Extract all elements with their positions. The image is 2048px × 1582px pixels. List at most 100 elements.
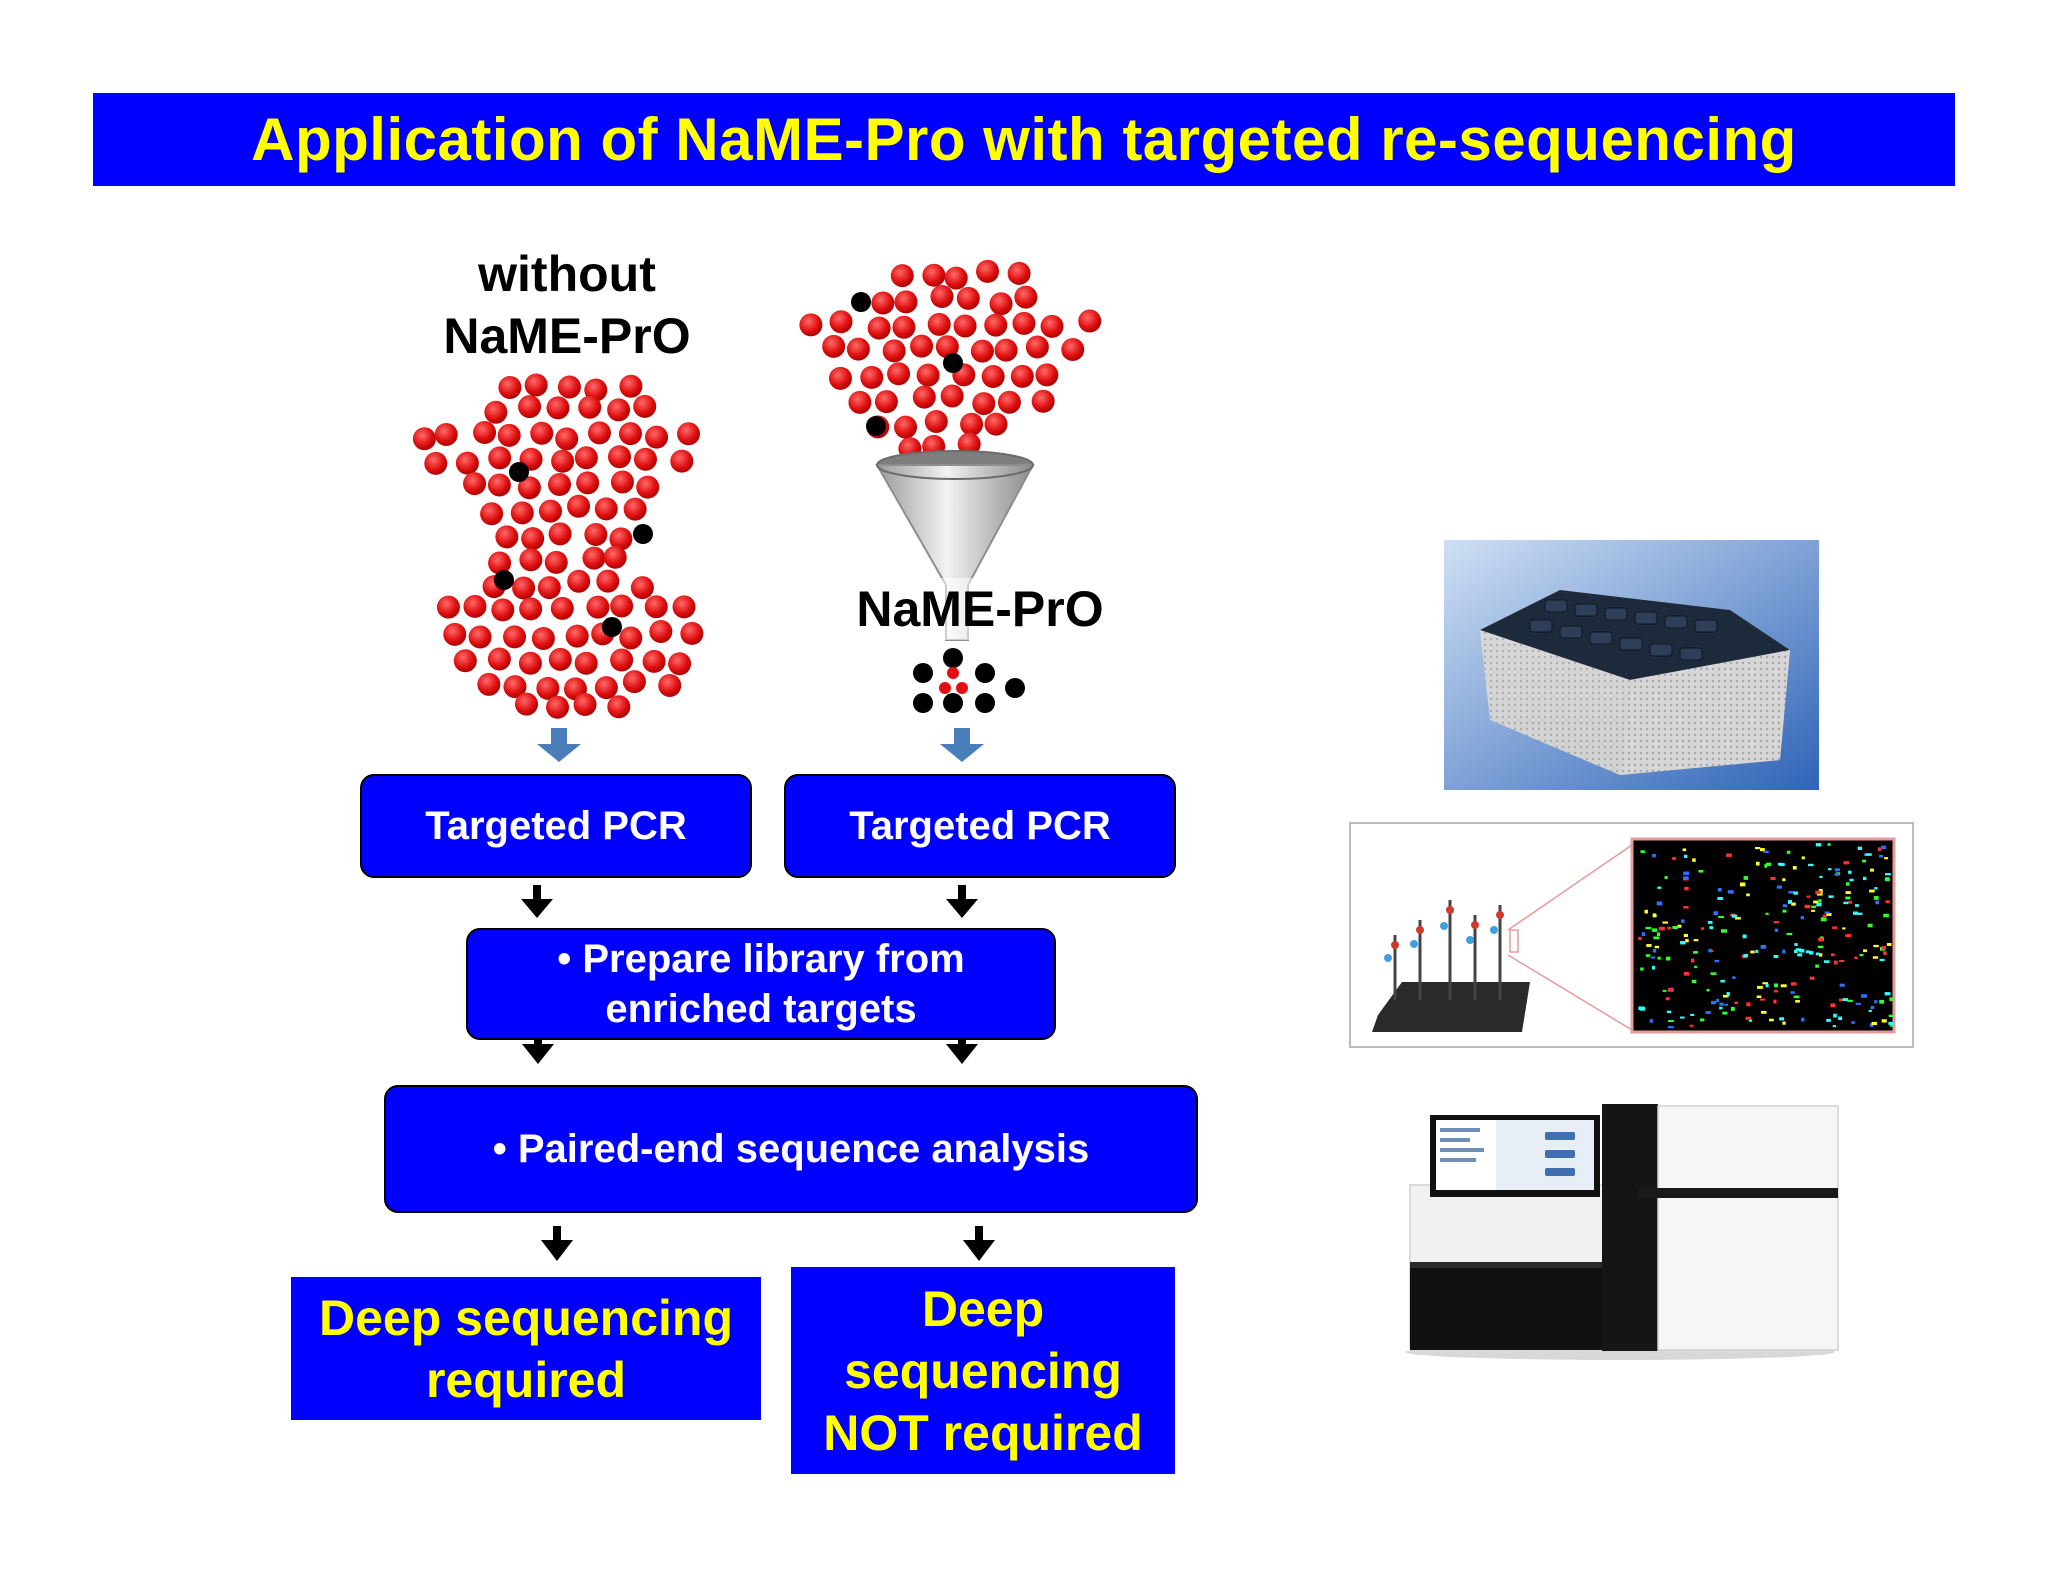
wildtype-dna-dot	[480, 502, 504, 526]
cluster-speckle	[1845, 891, 1851, 895]
cluster-speckle	[1832, 1025, 1837, 1028]
wildtype-dna-dot	[512, 576, 536, 600]
wildtype-dna-dot	[548, 647, 572, 671]
cluster-speckle	[1776, 885, 1782, 889]
cluster-speckle	[1705, 1011, 1711, 1014]
wildtype-dna-dot	[894, 415, 918, 439]
cluster-speckle	[1809, 976, 1815, 980]
cluster-speckle	[1815, 843, 1822, 847]
cluster-speckle	[1849, 878, 1854, 882]
cluster-speckle	[1645, 954, 1651, 957]
cluster-speckle	[1843, 861, 1850, 865]
wildtype-dna-dot	[622, 670, 646, 694]
cluster-speckle	[1711, 1000, 1717, 1005]
wildtype-dna-dot	[484, 400, 508, 424]
wildtype-dna-dot	[488, 446, 512, 470]
cluster-speckle	[1819, 875, 1823, 879]
mutant-dna-dot	[943, 693, 963, 713]
wildtype-dna-dot	[939, 682, 951, 694]
cluster-speckle	[1774, 928, 1779, 932]
wildtype-dna-dot	[557, 375, 581, 399]
cluster-speckle	[1884, 992, 1891, 996]
wildtype-dna-dot	[538, 499, 562, 523]
wildtype-dna-dot	[436, 595, 460, 619]
mutant-dna-dot	[494, 570, 514, 590]
wildtype-dna-dot	[609, 527, 633, 551]
mutant-dna-dot	[1005, 678, 1025, 698]
cluster-speckle	[1873, 944, 1879, 948]
wildtype-dna-dot	[822, 334, 846, 358]
cluster-speckle	[1656, 932, 1661, 937]
cluster-speckle	[1755, 949, 1759, 953]
wildtype-dna-dot	[927, 312, 951, 336]
wildtype-dna-dot	[984, 412, 1008, 436]
wildtype-dna-dot	[574, 651, 598, 675]
cluster-speckle	[1804, 904, 1811, 909]
cluster-speckle	[1818, 889, 1823, 893]
wildtype-dna-dot	[922, 263, 946, 287]
cluster-speckle	[1868, 1009, 1872, 1013]
hiseq-sequencer-icon	[1405, 1104, 1839, 1360]
wildtype-dna-dot	[944, 266, 968, 290]
wildtype-dna-dot	[970, 339, 994, 363]
cluster-speckle	[1800, 916, 1805, 920]
cluster-speckle	[1719, 1002, 1724, 1006]
cluster-speckle	[1818, 937, 1823, 942]
cluster-speckle	[1682, 848, 1687, 852]
wildtype-dna-dot	[874, 390, 898, 414]
wildtype-dna-dot	[530, 421, 554, 445]
cluster-speckle	[1786, 850, 1791, 854]
cluster-speckle	[1717, 888, 1722, 892]
cluster-speckle	[1672, 857, 1677, 860]
cluster-speckle	[1652, 928, 1658, 932]
cluster-speckle	[1640, 967, 1644, 971]
wildtype-dna-dot	[630, 576, 654, 600]
cluster-speckle	[1833, 1013, 1837, 1018]
cluster-speckle	[1689, 1024, 1694, 1027]
cluster-speckle	[1683, 933, 1688, 938]
cluster-speckle	[1691, 979, 1697, 984]
mutant-dna-dot	[975, 693, 995, 713]
wildtype-dna-dot	[1010, 364, 1034, 388]
wildtype-dna-dot	[515, 692, 539, 716]
wildtype-dna-dot	[623, 497, 647, 521]
cluster-speckle	[1779, 1017, 1785, 1021]
cluster-speckle	[1685, 939, 1689, 943]
cluster-speckle	[1652, 853, 1656, 858]
cluster-speckle	[1683, 871, 1690, 876]
cluster-speckle	[1855, 1002, 1861, 1005]
wildtype-dna-cluster-right	[799, 259, 1102, 461]
cluster-speckle	[1793, 995, 1800, 999]
wildtype-dna-dot	[1007, 261, 1031, 285]
cluster-speckle	[1799, 948, 1805, 953]
wildtype-dna-dot	[989, 292, 1013, 316]
wildtype-dna-dot	[443, 622, 467, 646]
cluster-speckle	[1653, 936, 1660, 940]
cluster-speckle	[1870, 868, 1874, 872]
wildtype-dna-dot	[1040, 314, 1064, 338]
cluster-speckle	[1732, 976, 1736, 979]
cluster-speckle	[1782, 904, 1787, 908]
wildtype-dna-dot	[892, 315, 916, 339]
cluster-speckle	[1857, 846, 1863, 850]
cluster-speckle	[1773, 990, 1779, 993]
cluster-speckle	[1788, 891, 1794, 894]
cluster-speckle	[1680, 1016, 1685, 1019]
wildtype-dna-dot	[434, 423, 458, 447]
cluster-speckle	[1755, 847, 1761, 850]
mutant-dna-dot	[943, 353, 963, 373]
cluster-speckle	[1746, 893, 1750, 897]
cluster-speckle	[1748, 1019, 1753, 1022]
cluster-speckle	[1724, 1003, 1729, 1006]
wildtype-dna-dot	[567, 569, 591, 593]
cluster-speckle	[1760, 944, 1767, 949]
wildtype-dna-dot	[610, 648, 634, 672]
cluster-speckle	[1877, 847, 1882, 852]
cluster-speckle	[1667, 926, 1672, 930]
cluster-speckle	[1874, 887, 1878, 890]
cluster-speckle	[1790, 991, 1795, 994]
wildtype-dna-dot	[1014, 285, 1038, 309]
cluster-speckle	[1770, 876, 1776, 881]
cluster-speckle	[1842, 998, 1849, 1002]
